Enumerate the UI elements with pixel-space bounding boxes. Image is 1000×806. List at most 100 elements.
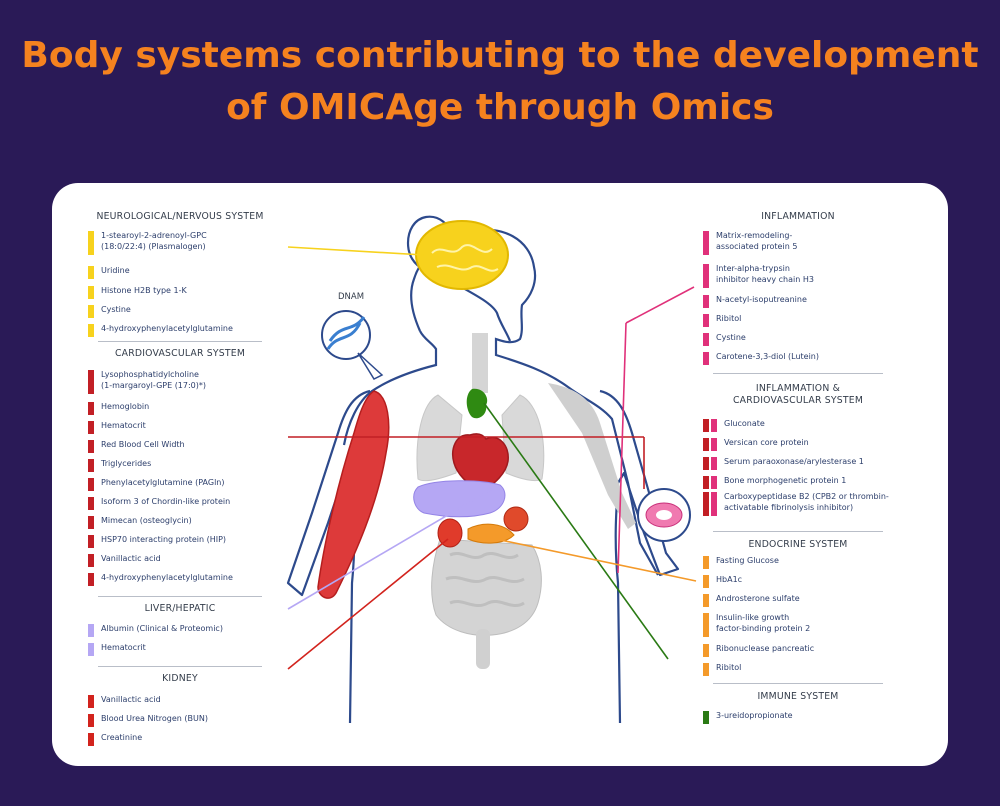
swatch-neuro	[88, 305, 94, 318]
legend-item-text: Gluconate	[724, 418, 892, 429]
legend-item-line: (18:0/22:4) (Plasmalogen)	[101, 241, 269, 252]
legend-item-line: Red Blood Cell Width	[101, 439, 269, 450]
legend-item: Cystine	[88, 304, 269, 318]
color-swatch	[88, 440, 94, 453]
legend-item-line: Albumin (Clinical & Proteomic)	[101, 623, 269, 634]
legend-item-text: 1-stearoyl-2-adrenoyl-GPC(18:0/22:4) (Pl…	[101, 230, 269, 252]
section-heading-inflcardio: INFLAMMATION &CARDIOVASCULAR SYSTEM	[703, 383, 893, 407]
swatch-kidney	[88, 695, 94, 708]
legend-item-line: Uridine	[101, 265, 269, 276]
section-heading-line: IMMUNE SYSTEM	[703, 691, 893, 703]
legend-item-text: Carboxypeptidase B2 (CPB2 or thrombin-ac…	[724, 491, 892, 513]
legend-item-line: 4-hydroxyphenylacetylglutamine	[101, 572, 269, 583]
color-swatch	[88, 324, 94, 337]
legend-item: 1-stearoyl-2-adrenoyl-GPC(18:0/22:4) (Pl…	[88, 230, 269, 255]
color-swatch	[88, 624, 94, 637]
section-divider	[98, 666, 262, 667]
legend-item-line: Ribonuclease pancreatic	[716, 643, 884, 654]
legend-item-text: HbA1c	[716, 574, 884, 585]
legend-item-line: HbA1c	[716, 574, 884, 585]
swatch-cardio	[88, 440, 94, 453]
swatch-inflammation	[711, 419, 717, 432]
legend-item-text: Albumin (Clinical & Proteomic)	[101, 623, 269, 634]
legend-item: Isoform 3 of Chordin-like protein	[88, 496, 269, 510]
legend-item-text: Bone morphogenetic protein 1	[724, 475, 892, 486]
legend-item-text: 3-ureidopropionate	[716, 710, 884, 721]
legend-item: Versican core protein	[703, 437, 892, 451]
color-swatch	[703, 492, 717, 516]
legend-item-line: factor-binding protein 2	[716, 623, 884, 634]
legend-item-text: Ribitol	[716, 662, 884, 673]
color-swatch	[88, 643, 94, 656]
legend-item-text: Ribitol	[716, 313, 884, 324]
legend-item: HbA1c	[703, 574, 884, 588]
section-divider	[98, 341, 262, 342]
legend-item-line: Vanillactic acid	[101, 553, 269, 564]
color-swatch	[703, 476, 717, 489]
swatch-inflammation	[703, 314, 709, 327]
legend-item-line: Matrix-remodeling-	[716, 230, 884, 241]
title-line-2: of OMICAge through Omics	[0, 82, 1000, 134]
legend-item: Triglycerides	[88, 458, 269, 472]
section-divider	[713, 531, 883, 532]
color-swatch	[703, 644, 709, 657]
color-swatch	[88, 402, 94, 415]
section-heading-cardio: CARDIOVASCULAR SYSTEM	[88, 348, 272, 360]
legend-item-line: activatable fibrinolysis inhibitor)	[724, 502, 892, 513]
legend-item-text: N-acetyl-isoputreanine	[716, 294, 884, 305]
swatch-endocrine	[703, 594, 709, 607]
color-swatch	[88, 459, 94, 472]
legend-item-text: 4-hydroxyphenylacetylglutamine	[101, 572, 269, 583]
legend-item: Androsterone sulfate	[703, 593, 884, 607]
color-swatch	[88, 266, 94, 279]
swatch-endocrine	[703, 556, 709, 569]
section-heading-immune: IMMUNE SYSTEM	[703, 691, 893, 703]
color-swatch	[703, 457, 717, 470]
legend-item-text: Vanillactic acid	[101, 694, 269, 705]
legend-item: Carboxypeptidase B2 (CPB2 or thrombin-ac…	[703, 491, 892, 516]
section-heading-line: NEUROLOGICAL/NERVOUS SYSTEM	[88, 211, 272, 223]
legend-item-text: Fasting Glucose	[716, 555, 884, 566]
legend-item: Histone H2B type 1-K	[88, 285, 269, 299]
color-swatch	[703, 711, 709, 724]
color-swatch	[703, 314, 709, 327]
legend-item-line: Cystine	[101, 304, 269, 315]
legend-item-text: Red Blood Cell Width	[101, 439, 269, 450]
color-swatch	[88, 370, 94, 394]
legend-item-line: Carboxypeptidase B2 (CPB2 or thrombin-	[724, 491, 892, 502]
legend-item-line: Hematocrit	[101, 642, 269, 653]
legend-item-line: Gluconate	[724, 418, 892, 429]
swatch-cardio	[703, 438, 709, 451]
swatch-cardio	[703, 492, 709, 516]
legend-item-line: Lysophosphatidylcholine	[101, 369, 269, 380]
swatch-inflammation	[711, 438, 717, 451]
legend-item: Gluconate	[703, 418, 892, 432]
swatch-inflammation	[711, 457, 717, 470]
swatch-cardio	[88, 497, 94, 510]
color-swatch	[88, 286, 94, 299]
legend-item: Creatinine	[88, 732, 269, 746]
legend-item-text: Serum paraoxonase/arylesterase 1	[724, 456, 892, 467]
legend-item-text: Carotene-3,3-diol (Lutein)	[716, 351, 884, 362]
legend-item: Mimecan (osteoglycin)	[88, 515, 269, 529]
legend-item: Fasting Glucose	[703, 555, 884, 569]
section-heading-line: KIDNEY	[88, 673, 272, 685]
color-swatch	[703, 575, 709, 588]
legend-item-text: Isoform 3 of Chordin-like protein	[101, 496, 269, 507]
swatch-inflammation	[703, 264, 709, 288]
legend-item: Cystine	[703, 332, 884, 346]
legend-item-line: Cystine	[716, 332, 884, 343]
legend-item: Uridine	[88, 265, 269, 279]
color-swatch	[88, 516, 94, 529]
legend-item-text: Matrix-remodeling-associated protein 5	[716, 230, 884, 252]
legend-item: Vanillactic acid	[88, 553, 269, 567]
legend-item: Phenylacetylglutamine (PAGln)	[88, 477, 269, 491]
section-heading-line: LIVER/HEPATIC	[88, 603, 272, 615]
swatch-neuro	[88, 266, 94, 279]
legend-item-text: Lysophosphatidylcholine(1-margaroyl-GPE …	[101, 369, 269, 391]
color-swatch	[88, 554, 94, 567]
legend-item-text: Uridine	[101, 265, 269, 276]
swatch-inflammation	[703, 352, 709, 365]
section-heading-line: INFLAMMATION	[703, 211, 893, 223]
